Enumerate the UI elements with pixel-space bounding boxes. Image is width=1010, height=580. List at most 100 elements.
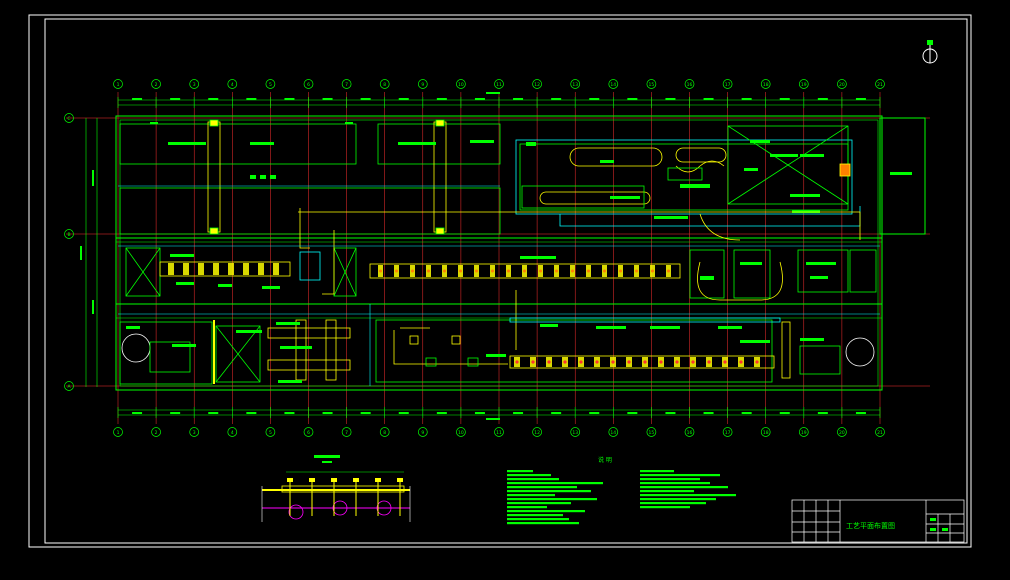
- dim-value: [360, 98, 371, 100]
- grid-bubble: [227, 427, 238, 437]
- grid-bubble-label: 6: [307, 430, 310, 436]
- station-node: [395, 269, 398, 273]
- building-outline: [115, 115, 926, 391]
- grid-bubble: [189, 427, 200, 437]
- dim-value: [474, 98, 485, 100]
- note-line: [507, 490, 591, 493]
- station-node: [595, 360, 599, 364]
- dim-value: [513, 98, 524, 100]
- zone-middle-labels: [170, 254, 836, 289]
- detail-posts: [287, 478, 403, 516]
- dim-value: [92, 170, 94, 186]
- grid-bubble: [379, 79, 390, 89]
- middle-line-stations: [168, 263, 671, 277]
- grid-bubble-label: 2: [155, 82, 158, 88]
- dim-value: [132, 412, 143, 414]
- zone-bottom-right: [375, 290, 875, 383]
- grid-bubble: [227, 79, 238, 89]
- dim-value: [246, 98, 257, 100]
- dim-value: [398, 412, 409, 414]
- grid-bubble: [265, 427, 276, 437]
- station-node: [579, 360, 583, 364]
- station-node: [411, 269, 414, 273]
- note-line: [507, 486, 577, 489]
- grid-bubble: [151, 427, 161, 437]
- zone-top-left-labels: [150, 122, 494, 179]
- station-node: [475, 269, 478, 273]
- station-node: [459, 269, 462, 273]
- grid-bubble: [760, 79, 771, 89]
- station-node: [539, 269, 542, 273]
- legend-heading: 说 明: [598, 456, 612, 464]
- station-node: [515, 360, 519, 364]
- note-line: [507, 482, 603, 485]
- dim-value: [170, 98, 181, 100]
- dim-value: [284, 412, 295, 414]
- station-marker: [213, 263, 219, 275]
- dim-value: [665, 98, 676, 100]
- grid-bubble-label: 18: [763, 430, 769, 436]
- title-block-marks: [930, 518, 948, 531]
- bottom-line-stations: [514, 357, 760, 367]
- grid-bubble-label: 20: [839, 82, 845, 88]
- grid-bubble-label: 21: [877, 430, 883, 436]
- dim-value: [436, 412, 447, 414]
- grid-bubble-label: 7: [345, 82, 348, 88]
- grid-bubble-label: 3: [193, 430, 196, 436]
- grid-bubble-label: 7: [345, 430, 348, 436]
- grid-bubble-label: 9: [421, 82, 424, 88]
- grid-bubble: [113, 79, 123, 89]
- note-line: [640, 506, 690, 509]
- note-line: [507, 502, 571, 505]
- grid-bubble: [456, 427, 466, 437]
- grid-bubble-label: 16: [687, 82, 693, 88]
- zone-bottom-left-labels: [126, 322, 312, 383]
- dim-value: [322, 412, 333, 414]
- station-node: [619, 269, 622, 273]
- station-node: [667, 269, 670, 273]
- station-node: [523, 269, 526, 273]
- dim-value: [92, 300, 94, 314]
- grid-bubble-label: 19: [801, 430, 807, 436]
- grid-bubble: [646, 79, 657, 89]
- note-line: [640, 474, 720, 477]
- detail-title-bar: [314, 455, 340, 458]
- grid-bubble: [646, 427, 657, 437]
- dim-value: [855, 412, 866, 414]
- title-block-title: 工艺平面布置图: [846, 521, 895, 530]
- detail-post-cap: [353, 478, 359, 482]
- grid-bubble: [875, 427, 885, 437]
- station-marker: [183, 263, 189, 275]
- note-line: [507, 474, 551, 477]
- station-node: [379, 269, 382, 273]
- station-node: [627, 360, 631, 364]
- station-node: [755, 360, 759, 364]
- grid-bubble-label: 1: [117, 430, 120, 436]
- note-line: [507, 494, 555, 497]
- grid-bubble: [684, 79, 695, 89]
- grid-bubble: [570, 79, 581, 89]
- note-line: [507, 478, 559, 481]
- grid-bubble: [837, 79, 847, 89]
- grid-bubble: [151, 79, 161, 89]
- dim-total: [486, 418, 500, 420]
- note-line: [640, 490, 694, 493]
- station-marker: [243, 263, 249, 275]
- grid-bubble-label: 6: [307, 82, 310, 88]
- dim-value: [627, 412, 638, 414]
- station-node: [491, 269, 494, 273]
- dim-value: [246, 412, 257, 414]
- zone-top-right: [515, 125, 861, 241]
- grid-bubble: [265, 79, 276, 89]
- legend-notes: 说 明: [598, 456, 612, 464]
- grid-bubble-label: 17: [725, 430, 731, 436]
- grid-bubble: [722, 79, 733, 89]
- grid-bubble: [189, 79, 200, 89]
- station-node: [427, 269, 430, 273]
- grid-bubble: [303, 79, 314, 89]
- note-line: [640, 482, 710, 485]
- grid-bubble-label: 8: [383, 430, 386, 436]
- inner-frame: [44, 18, 968, 544]
- grid-bubble-label: 11: [496, 82, 502, 88]
- grid-bubble-label: 17: [725, 82, 731, 88]
